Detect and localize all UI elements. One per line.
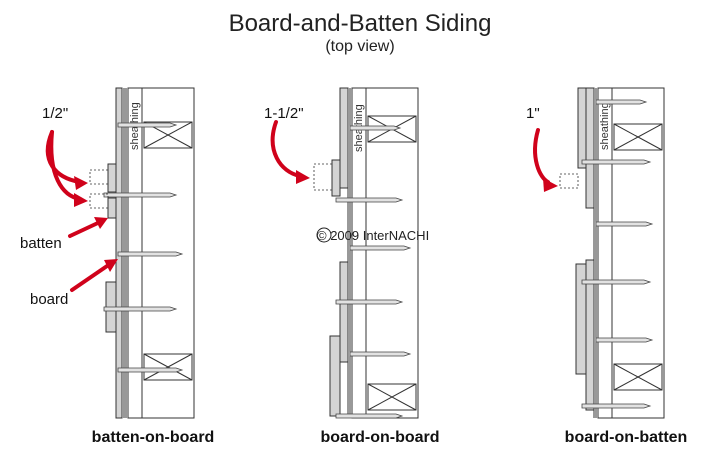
top-board-1 bbox=[577, 87, 587, 169]
dimension-marks-panel-1 bbox=[89, 169, 109, 209]
copyright-text: © 2009 InterNACHI bbox=[317, 228, 429, 243]
dimension-label-panel-2: 1-1/2" bbox=[264, 105, 304, 122]
caption-panel-2: board-on-board bbox=[320, 429, 439, 446]
arrow-board bbox=[70, 262, 112, 292]
diagram-title: Board-and-Batten Siding bbox=[229, 10, 492, 37]
dimension-marks-panel-3 bbox=[559, 173, 579, 189]
nails-panel-1 bbox=[103, 122, 184, 373]
stud-wall bbox=[365, 87, 419, 419]
panel-board-on-board: sheathing 1-1/2" © 2009 InterNACHI board… bbox=[264, 87, 440, 446]
caption-panel-1: batten-on-board bbox=[92, 429, 215, 446]
sheathing-label: sheathing bbox=[599, 102, 611, 150]
arrow-batten bbox=[68, 220, 102, 238]
nails-panel-3 bbox=[581, 99, 654, 409]
caption-panel-3: board-on-batten bbox=[565, 429, 688, 446]
panel-batten-on-board: sheathing 1/2" batten bbox=[20, 87, 215, 446]
blocking-bottom bbox=[143, 353, 193, 381]
dimension-label-panel-1: 1/2" bbox=[42, 105, 68, 122]
board-4 bbox=[329, 335, 341, 417]
copyright-notice: © 2009 InterNACHI bbox=[316, 227, 429, 243]
arrow-half-inch-2 bbox=[49, 130, 82, 201]
label-batten: batten bbox=[20, 235, 62, 252]
batten-1 bbox=[107, 163, 117, 193]
nails-panel-2 bbox=[335, 125, 412, 419]
batten-2 bbox=[107, 197, 117, 219]
blocking-top bbox=[613, 123, 663, 151]
panel-board-on-batten: sheathing 1" board-on-batten bbox=[526, 87, 688, 446]
dimension-marks-panel-2 bbox=[313, 163, 333, 191]
board-1 bbox=[339, 87, 349, 189]
arrow-one-inch bbox=[533, 128, 550, 184]
diagram-subtitle: (top view) bbox=[325, 38, 394, 55]
sheathing-layer bbox=[597, 87, 613, 419]
dimension-label-panel-3: 1" bbox=[526, 105, 540, 122]
top-board-2 bbox=[575, 263, 587, 375]
board-2 bbox=[331, 159, 341, 197]
batten-strip-1 bbox=[585, 87, 595, 209]
arrow-inch-and-half bbox=[270, 120, 302, 178]
blocking-bottom bbox=[613, 363, 663, 391]
label-board: board bbox=[30, 291, 68, 308]
board-3 bbox=[339, 261, 349, 363]
blocking-bottom bbox=[367, 383, 417, 411]
